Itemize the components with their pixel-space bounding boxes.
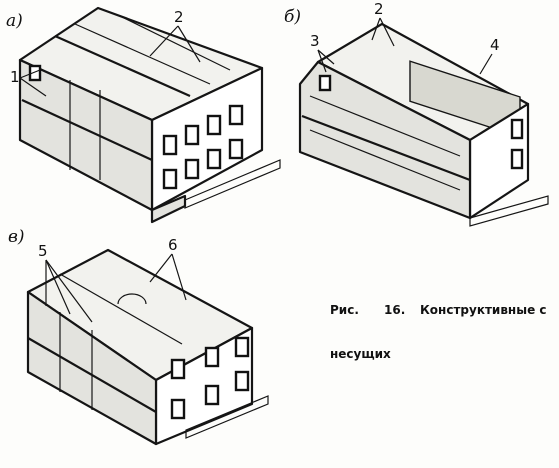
caption-prefix: Рис. [330,303,359,317]
panel-a-label: а) [6,11,23,31]
panel-b-callout-4: 4 [490,36,500,54]
panel-a-callout-2: 2 [174,8,184,26]
panel-b-building [298,22,549,227]
panel-a-building [18,6,281,224]
caption-title-line2: несущих [330,347,391,361]
panel-c-window-grid [170,336,250,420]
caption-number: 16. [384,303,405,317]
panel-c-label: в) [8,227,25,247]
panel-b-window-grid [318,74,524,170]
panel-b-callout-3: 3 [310,32,320,50]
caption-title-line1: Конструктивные с [420,303,547,317]
panel-c-roof-opening [117,293,147,305]
panel-a-callout-1: 1 [10,68,20,86]
figure-caption: Рис. 16. Конструктивные с несущих [330,303,547,361]
panel-a-window-grid [28,64,244,190]
panel-b-callout-2: 2 [374,0,384,18]
panel-c-callout-6: 6 [168,236,178,254]
panel-b-label: б) [284,7,301,27]
panel-c-building [26,248,269,446]
panel-c-callout-5: 5 [38,242,48,260]
